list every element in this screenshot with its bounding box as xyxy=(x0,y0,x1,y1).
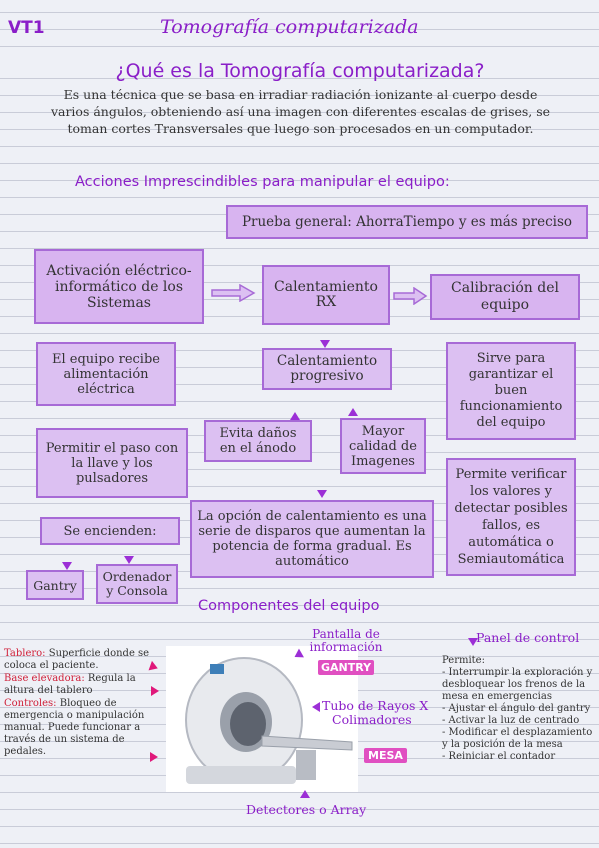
colimadores-label: Colimadores xyxy=(332,712,412,727)
arrow-up-icon xyxy=(348,408,358,416)
page-title: Tomografía computarizada xyxy=(160,16,419,38)
note-base: Base elevadora: Regula la altura del tab… xyxy=(4,673,152,697)
arrow-right-icon xyxy=(210,283,256,303)
detectores-label: Detectores o Array xyxy=(246,802,367,817)
intro-line: Es una técnica que se basa en irradiar r… xyxy=(63,87,538,102)
evita-box: Evita daños en el ánodo xyxy=(204,420,312,462)
se-encienden-box: Se encienden: xyxy=(40,517,180,545)
arrow-down-icon xyxy=(468,638,478,646)
arrow-right-icon xyxy=(392,286,428,306)
note-term: Base elevadora: xyxy=(4,673,85,684)
ordenador-box: Ordenador y Consola xyxy=(96,564,178,604)
right-note-item: - Modificar el desplazamiento y la posic… xyxy=(442,727,593,750)
mayor-calidad-box: Mayor calidad de Imagenes xyxy=(340,418,426,474)
actions-heading: Acciones Imprescindibles para manipular … xyxy=(75,174,450,190)
arrow-down-icon xyxy=(320,340,330,348)
gantry-box: Gantry xyxy=(26,570,84,600)
left-notes: Tablero: Superficie donde se coloca el p… xyxy=(4,648,152,758)
note-term: Tablero: xyxy=(4,648,46,659)
note-text: Bloqueo de emergencia o manipulación man… xyxy=(4,698,145,757)
right-note-item: - Ajustar el ángulo del gantry xyxy=(442,703,591,714)
llave-box: Permitir el paso con la llave y los puls… xyxy=(36,428,188,498)
arrow-down-icon xyxy=(62,562,72,570)
prueba-general-box: Prueba general: AhorraTiempo y es más pr… xyxy=(226,205,588,239)
alimentacion-box: El equipo recibe alimentación eléctrica xyxy=(36,342,176,406)
intro-line: toman cortes Transversales que luego son… xyxy=(67,121,534,136)
intro-line: varios ángulos, obteniendo así una image… xyxy=(50,104,551,119)
mesa-tag: MESA xyxy=(364,748,407,763)
note-text: Regula la altura del tablero xyxy=(4,673,136,696)
intro-paragraph: Es una técnica que se basa en irradiar r… xyxy=(8,86,593,137)
right-note-item: - Activar la luz de centrado xyxy=(442,715,580,726)
activacion-box: Activación eléctrico-informático de los … xyxy=(34,249,204,324)
arrow-up-icon xyxy=(300,790,310,798)
note-text: Superficie donde se coloca el paciente. xyxy=(4,648,150,671)
note-controles: Controles: Bloqueo de emergencia o manip… xyxy=(4,698,152,758)
pantalla-label: Pantalla de información xyxy=(309,627,383,654)
pointer-icon xyxy=(151,686,159,696)
right-notes-title: Permite: xyxy=(442,655,485,666)
question-heading: ¿Qué es la Tomografía computarizada? xyxy=(115,60,485,82)
right-note-item: - Interrumpir la exploración y desbloque… xyxy=(442,667,593,702)
note-term: Controles: xyxy=(4,698,57,709)
tubo-label: Tubo de Rayos X xyxy=(322,698,429,713)
opcion-calentamiento-box: La opción de calentamiento es una serie … xyxy=(190,500,434,578)
calibracion-box: Calibración del equipo xyxy=(430,274,580,320)
arrow-down-icon xyxy=(317,490,327,498)
pointer-icon xyxy=(150,752,158,762)
panel-label: Panel de control xyxy=(476,630,580,645)
arrow-down-icon xyxy=(124,556,134,564)
note-tablero: Tablero: Superficie donde se coloca el p… xyxy=(4,648,152,672)
calentamiento-rx-box: Calentamiento RX xyxy=(262,265,390,325)
permite-verificar-box: Permite verificar los valores y detectar… xyxy=(446,458,576,576)
gantry-tag: GANTRY xyxy=(318,660,375,675)
arrow-up-icon xyxy=(290,412,300,420)
right-notes: Permite: - Interrumpir la exploración y … xyxy=(442,655,594,763)
sirve-box: Sirve para garantizar el buen funcionami… xyxy=(446,342,576,440)
pointer-icon xyxy=(312,702,320,712)
calentamiento-progresivo-box: Calentamiento progresivo xyxy=(262,348,392,390)
right-note-item: - Reiniciar el contador xyxy=(442,751,556,762)
components-heading: Componentes del equipo xyxy=(198,598,380,614)
page-code: VT1 xyxy=(8,18,45,38)
